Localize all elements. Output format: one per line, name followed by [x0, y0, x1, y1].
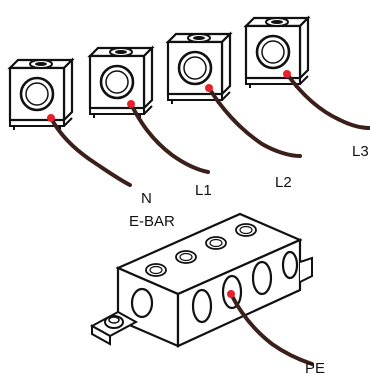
contact-l3 — [283, 70, 291, 78]
wire-l2 — [207, 86, 302, 158]
contact-l2 — [205, 84, 213, 92]
contact-pe — [227, 290, 235, 298]
label-pe: PE — [305, 360, 326, 377]
contact-n — [47, 114, 55, 122]
label-l1: L1 — [195, 182, 212, 199]
e-bar-mount-screw — [89, 310, 139, 346]
terminal-l2 — [166, 32, 232, 106]
e-bar-busbar — [115, 212, 313, 348]
contact-l1 — [127, 100, 135, 108]
wire-l3 — [285, 72, 370, 130]
wire-pe — [229, 292, 314, 366]
label-n: N — [141, 190, 152, 207]
wire-l1 — [129, 102, 210, 174]
terminal-l3 — [244, 16, 310, 90]
terminal-n — [8, 58, 74, 132]
wire-n — [49, 116, 132, 187]
label-e-bar: E-BAR — [129, 213, 175, 230]
label-l2: L2 — [275, 174, 292, 191]
label-l3: L3 — [352, 143, 369, 160]
terminal-l1 — [88, 46, 154, 120]
